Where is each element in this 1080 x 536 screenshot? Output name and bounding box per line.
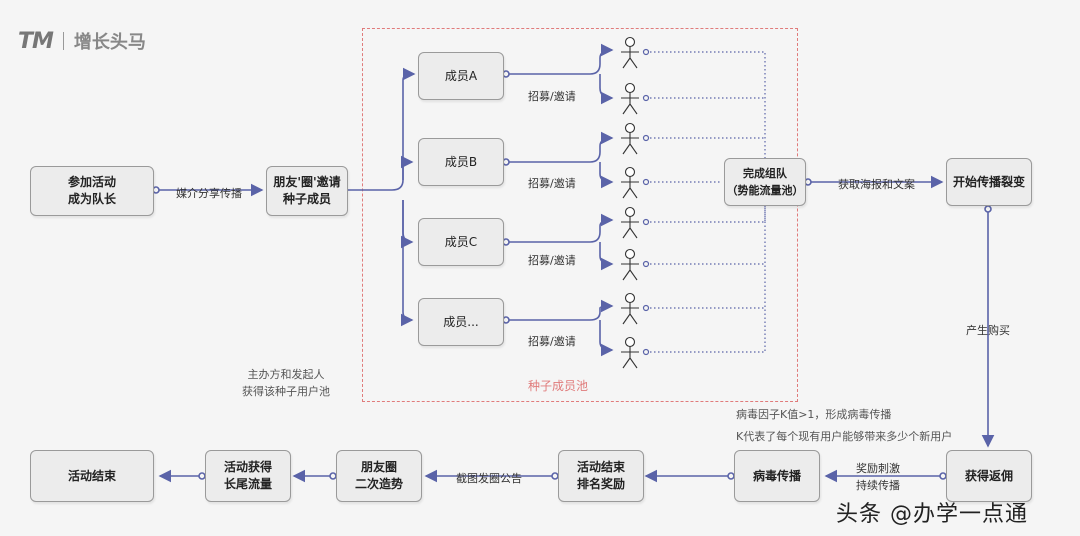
- arrow-d-p1: [503, 299, 614, 321]
- arrow-a-p1: [503, 43, 614, 75]
- label-get-poster: 获取海报和文案: [838, 178, 915, 191]
- label-recruit-a: 招募/邀请: [528, 90, 576, 103]
- watermark: 头条 @办学一点通: [836, 502, 1028, 527]
- arrow-c-p1: [503, 213, 614, 243]
- node-team: 完成组队 （势能流量池）: [724, 158, 806, 206]
- node-member-d: 成员...: [418, 298, 504, 346]
- person-icon: [621, 206, 639, 239]
- node-reward: 获得返佣: [946, 450, 1032, 502]
- node-member-c: 成员C: [418, 218, 504, 266]
- arrow-a-p2: [599, 74, 614, 105]
- dotted-p1: [646, 51, 766, 160]
- node-viral: 病毒传播: [734, 450, 820, 502]
- arrow-invite-a: [333, 67, 416, 191]
- note-host: 主办方和发起人 获得该种子用户池: [242, 368, 330, 398]
- person-icon: [621, 82, 639, 115]
- person-icon: [621, 166, 639, 199]
- label-recruit-c: 招募/邀请: [528, 254, 576, 267]
- label-incentive: 奖励刺激 持续传播: [856, 462, 900, 492]
- person-icon: [621, 248, 639, 281]
- seed-pool-title: 种子成员池: [528, 379, 589, 393]
- node-member-a: 成员A: [418, 52, 504, 100]
- node-ranking: 活动结束 排名奖励: [558, 450, 644, 502]
- note-k-meaning: K代表了每个现有用户能够带来多少个新用户: [736, 430, 953, 443]
- logo-mark: TM: [18, 28, 54, 54]
- label-recruit-d: 招募/邀请: [528, 335, 576, 348]
- node-member-b: 成员B: [418, 138, 504, 186]
- arrow-b-p2: [599, 162, 614, 189]
- arrow-invite-c: [400, 200, 414, 249]
- arrow-d-p2: [599, 320, 614, 357]
- node-moments: 朋友圈 二次造势: [336, 450, 422, 502]
- seed-pool-frame: [362, 28, 798, 402]
- arrow-c-p2: [599, 242, 614, 271]
- person-icon: [621, 336, 639, 369]
- arrow-invite-b: [400, 155, 414, 180]
- label-recruit-b: 招募/邀请: [528, 177, 576, 190]
- node-end: 活动结束: [30, 450, 154, 502]
- node-invite: 朋友'圈'邀请 种子成员: [266, 166, 348, 216]
- logo-name: 增长头马: [73, 32, 146, 53]
- label-purchase: 产生购买: [966, 324, 1010, 337]
- logo-separator: [62, 32, 64, 50]
- node-join: 参加活动 成为队长: [30, 166, 154, 216]
- node-spread: 开始传播裂变: [946, 158, 1032, 206]
- label-media-share: 媒介分享传播: [176, 187, 242, 200]
- person-icon: [621, 292, 639, 325]
- node-longtail: 活动获得 长尾流量: [205, 450, 291, 502]
- arrow-invite-d: [400, 200, 414, 327]
- logo: TM 增长头马: [18, 28, 146, 54]
- arrow-b-p1: [503, 131, 614, 163]
- label-screenshot-post: 截图发圈公告: [456, 472, 522, 485]
- person-icon: [621, 122, 639, 155]
- person-icon: [621, 36, 639, 69]
- note-k-factor: 病毒因子K值>1，形成病毒传播: [736, 408, 892, 421]
